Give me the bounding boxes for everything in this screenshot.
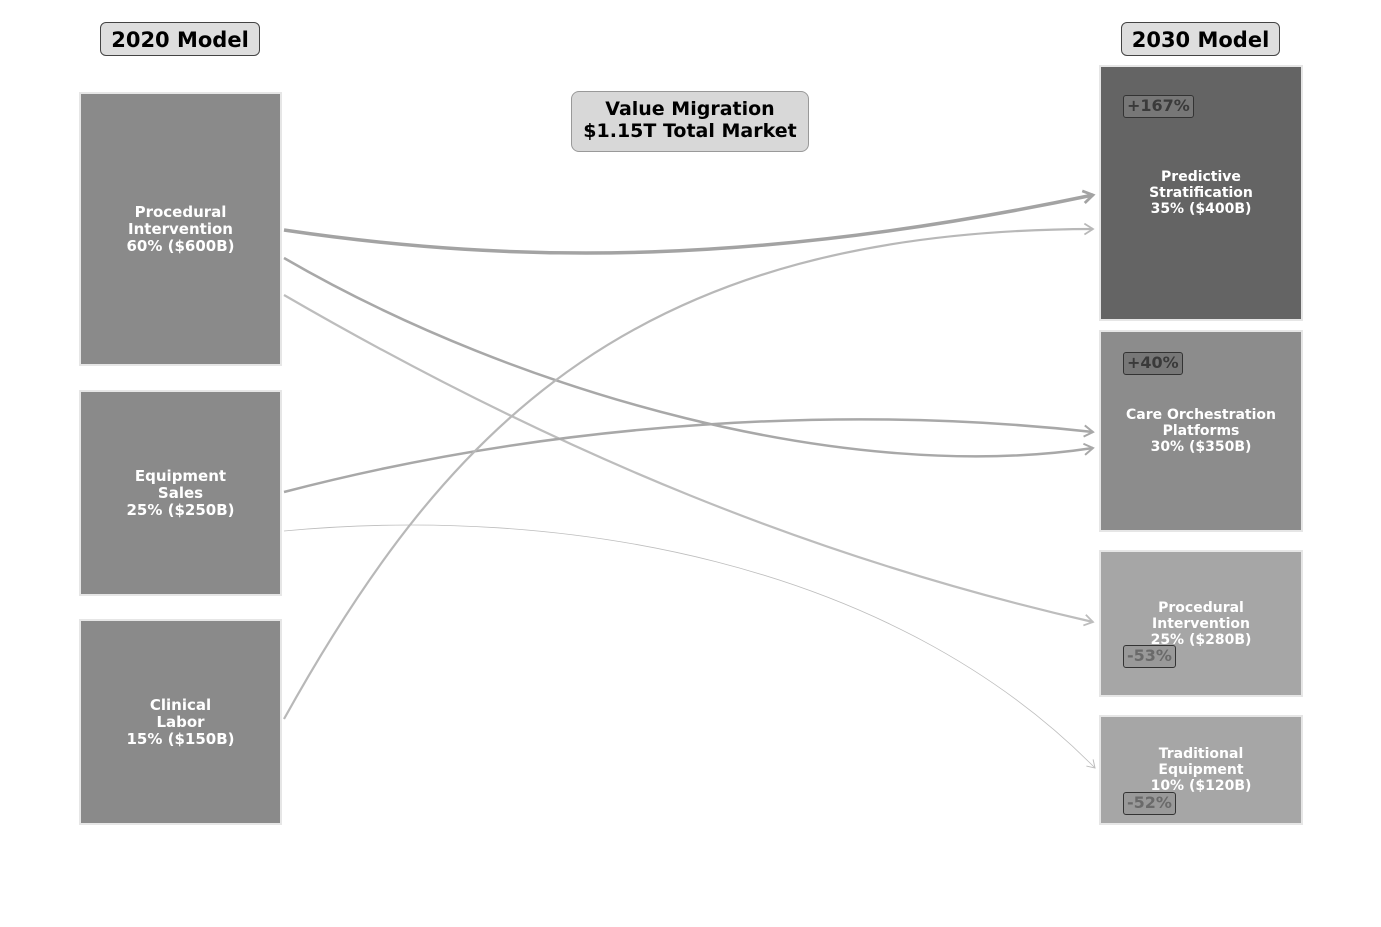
flow-equipment-to-orchestration (283, 418, 1094, 494)
node-2030-predictive-stratification: Predictive Stratification 35% ($400B) +1… (1099, 65, 1303, 321)
node-label: Care Orchestration Platforms 30% ($350B) (1125, 407, 1276, 455)
flow-procedural-to-procedural2030 (283, 294, 1094, 624)
change-badge: +167% (1123, 95, 1194, 118)
node-label: Equipment Sales 25% ($250B) (126, 466, 235, 519)
node-label: Procedural Intervention 25% ($280B) (1150, 599, 1252, 648)
change-badge: -53% (1123, 645, 1176, 668)
flow-labor-to-predictive (283, 227, 1094, 720)
node-2020-procedural-intervention: Procedural Intervention 60% ($600B) (79, 92, 282, 366)
right-column-header: 2030 Model (1121, 22, 1280, 56)
node-2020-clinical-labor: Clinical Labor 15% ($150B) (79, 619, 282, 825)
node-label: Procedural Intervention 60% ($600B) (126, 202, 235, 255)
node-2030-care-orchestration: Care Orchestration Platforms 30% ($350B)… (1099, 330, 1303, 532)
flow-arrowhead (1086, 759, 1096, 769)
flow-equipment-to-traditional (283, 524, 1096, 769)
flow-procedural-to-predictive (283, 193, 1094, 255)
flow-procedural-to-orchestration (283, 256, 1094, 458)
left-column-header: 2020 Model (100, 22, 260, 56)
value-migration-note: Value Migration $1.15T Total Market (571, 91, 809, 152)
flow-arrowhead (1081, 189, 1096, 205)
node-label: Traditional Equipment 10% ($120B) (1150, 746, 1252, 794)
flow-arrowhead (1083, 222, 1095, 236)
flow-arrowhead (1083, 424, 1095, 438)
change-badge: +40% (1123, 352, 1183, 375)
flow-arrowhead (1083, 614, 1095, 627)
flow-arrowhead (1083, 442, 1095, 456)
node-2020-equipment-sales: Equipment Sales 25% ($250B) (79, 390, 282, 596)
node-label: Predictive Stratification 35% ($400B) (1149, 169, 1253, 217)
node-label: Clinical Labor 15% ($150B) (126, 695, 235, 748)
value-migration-title: Value Migration (605, 98, 775, 120)
change-badge: -52% (1123, 792, 1176, 815)
total-market-text: $1.15T Total Market (583, 120, 797, 142)
node-2030-procedural-intervention: Procedural Intervention 25% ($280B) -53% (1099, 550, 1303, 697)
node-2030-traditional-equipment: Traditional Equipment 10% ($120B) -52% (1099, 715, 1303, 825)
